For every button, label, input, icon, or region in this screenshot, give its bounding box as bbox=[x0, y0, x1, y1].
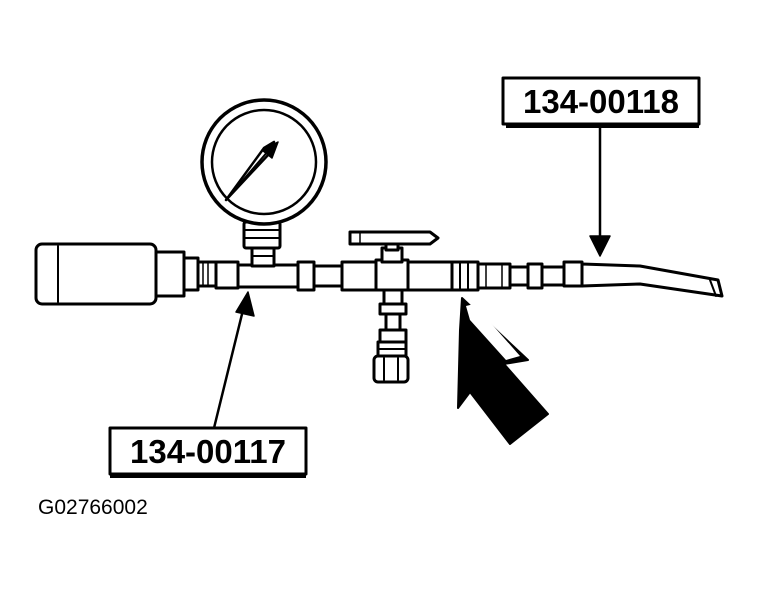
callout-upper-label: 134-00118 bbox=[523, 83, 679, 120]
reservoir-cylinder bbox=[34, 242, 218, 306]
quick-coupler bbox=[406, 260, 584, 292]
shutoff-valve bbox=[348, 230, 440, 384]
hose bbox=[580, 262, 724, 298]
connector-tube bbox=[312, 260, 378, 292]
callout-lower-label: 134-00117 bbox=[130, 433, 286, 470]
attention-arrow bbox=[457, 297, 549, 445]
callout-lower bbox=[108, 291, 308, 478]
figure-id: G02766002 bbox=[38, 496, 148, 519]
pressure-gauge bbox=[200, 98, 328, 250]
callout-upper bbox=[501, 76, 701, 257]
tee-fitting bbox=[214, 246, 316, 292]
